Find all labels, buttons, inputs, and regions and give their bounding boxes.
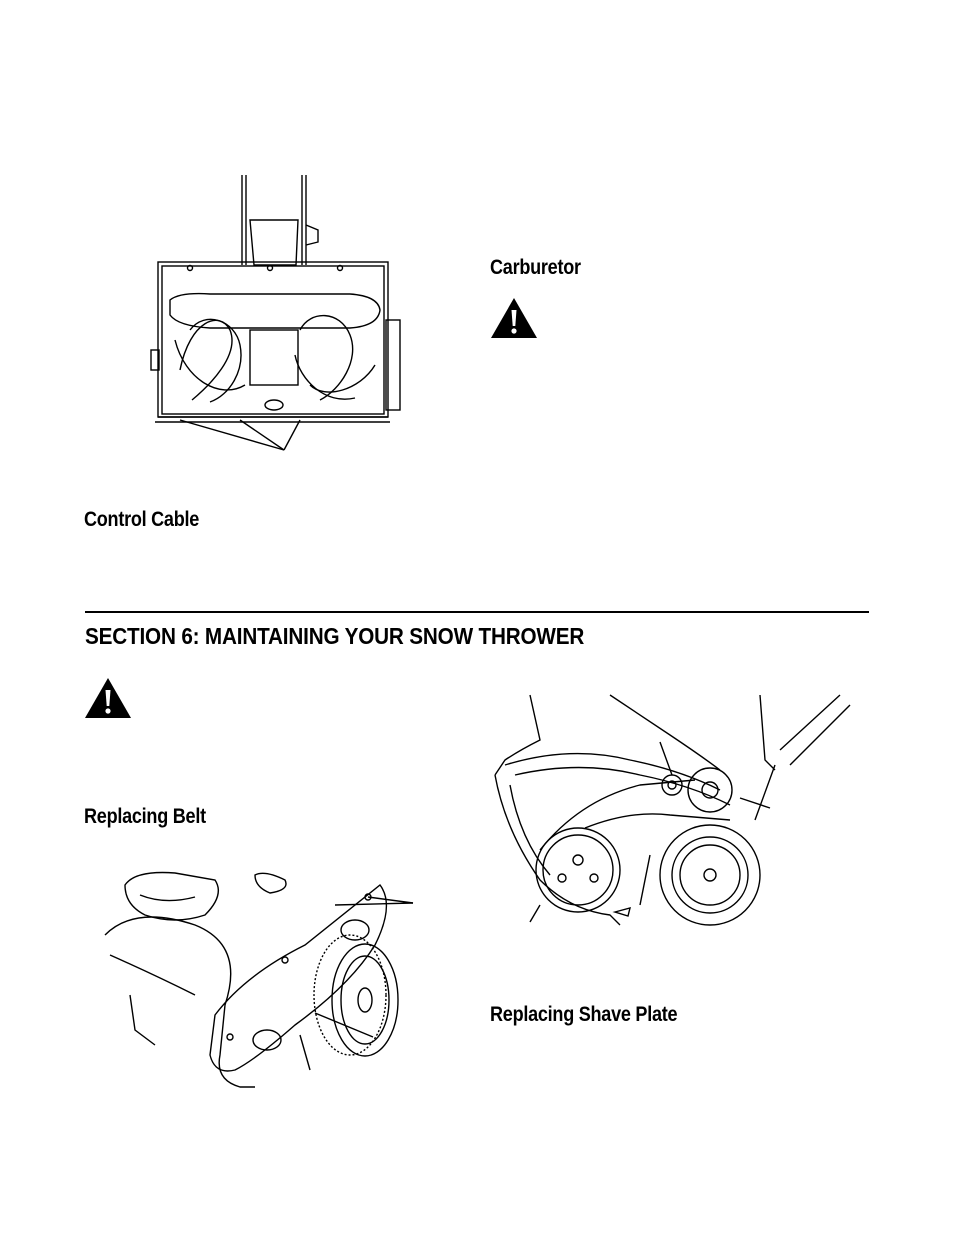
control-cable-heading: Control Cable [84, 508, 200, 531]
drive-belt-figure [494, 694, 851, 926]
replacing-shave-plate-heading: Replacing Shave Plate [490, 1003, 678, 1026]
auger-housing-figure [150, 175, 401, 451]
carburetor-heading: Carburetor [490, 256, 581, 279]
replacing-belt-heading: Replacing Belt [84, 805, 206, 828]
section-divider [85, 611, 869, 613]
belt-cover-figure [104, 871, 414, 1088]
section-title: SECTION 6: MAINTAINING YOUR SNOW THROWER [85, 623, 585, 649]
warning-triangle-icon [491, 298, 537, 338]
warning-triangle-icon [85, 678, 131, 718]
